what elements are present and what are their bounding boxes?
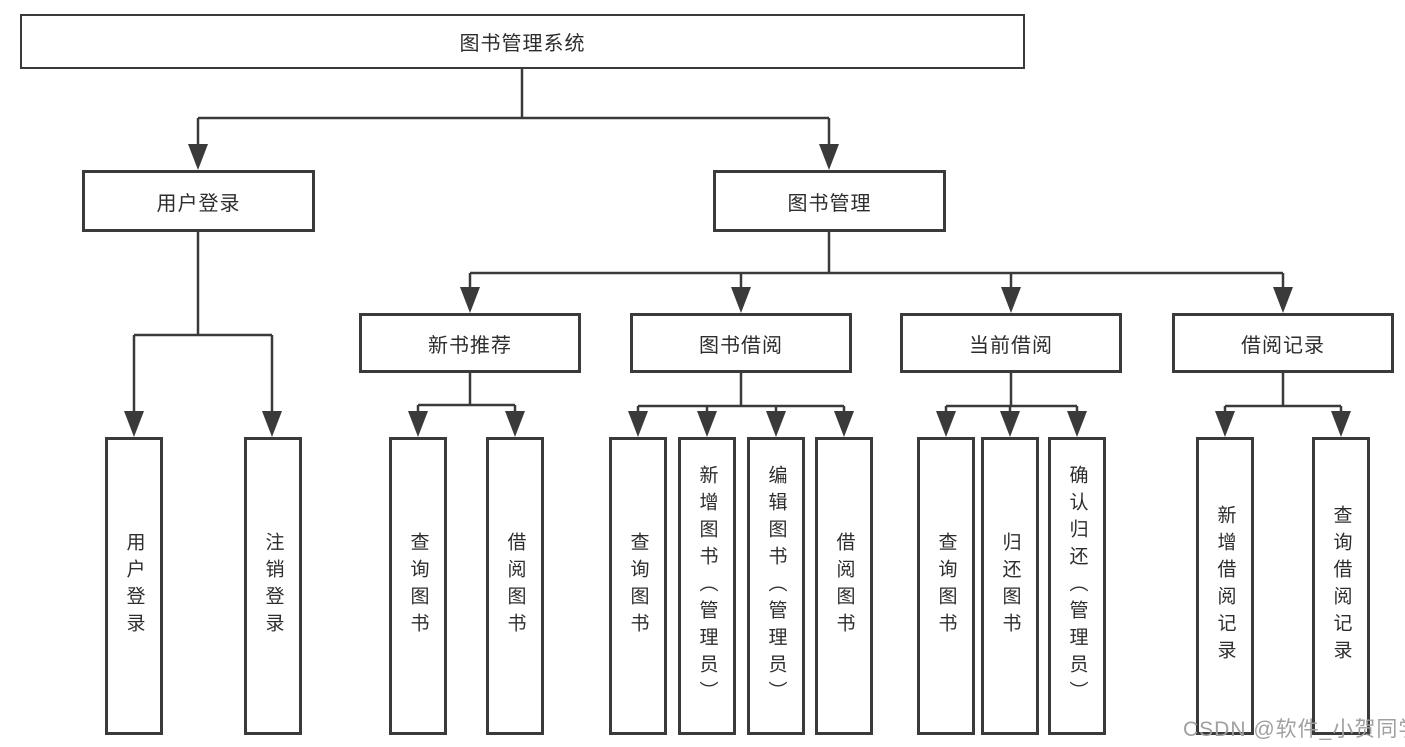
leaf-newbook-borrow-books: 借阅图书 (486, 437, 544, 735)
node-label: 新增图书（管理员） (696, 464, 718, 708)
node-label: 借阅图书 (504, 532, 526, 640)
node-label: 注销登录 (262, 532, 284, 640)
node-label: 查询图书 (627, 532, 649, 640)
connector-root-to-level2 (196, 69, 831, 146)
node-label: 编辑图书（管理员） (765, 464, 787, 708)
node-library-management-system: 图书管理系统 (20, 14, 1025, 69)
csdn-watermark: CSDN @软件_小贺同学 (1183, 718, 1405, 741)
node-label: 查询图书 (935, 532, 957, 640)
connector-borrow-records-to-leaves (1223, 373, 1343, 413)
node-current-borrow: 当前借阅 (900, 313, 1122, 373)
leaf-borrow-borrow-books: 借阅图书 (815, 437, 873, 735)
node-label: 用户登录 (156, 192, 241, 215)
connector-new-book-to-leaves (416, 373, 517, 413)
node-label: 图书借阅 (699, 334, 783, 357)
leaf-logout: 注销登录 (244, 437, 302, 735)
node-book-management: 图书管理 (713, 170, 946, 232)
node-label: 归还图书 (999, 532, 1021, 640)
leaf-borrow-query-books: 查询图书 (609, 437, 667, 735)
leaf-current-return-books: 归还图书 (981, 437, 1039, 735)
leaf-records-query-record: 查询借阅记录 (1312, 437, 1370, 735)
connector-user-login-to-leaves (132, 232, 274, 413)
leaf-user-login: 用户登录 (105, 437, 163, 735)
node-user-login: 用户登录 (82, 170, 315, 232)
node-borrow-records: 借阅记录 (1172, 313, 1394, 373)
node-label: 当前借阅 (969, 334, 1053, 357)
node-label: 图书管理系统 (459, 33, 586, 55)
connector-book-borrow-to-leaves (636, 373, 846, 413)
leaf-current-confirm-return-admin: 确认归还（管理员） (1048, 437, 1106, 735)
leaf-records-add-record: 新增借阅记录 (1196, 437, 1254, 735)
node-book-borrow: 图书借阅 (630, 313, 852, 373)
node-label: 用户登录 (123, 532, 145, 640)
node-label: 借阅图书 (833, 532, 855, 640)
connector-current-borrow-to-leaves (944, 373, 1079, 413)
leaf-current-query-books: 查询图书 (917, 437, 975, 735)
node-label: 图书管理 (787, 192, 872, 215)
node-label: 借阅记录 (1241, 334, 1325, 357)
node-label: 查询图书 (407, 532, 429, 640)
connector-book-mgmt-to-level3 (468, 232, 1285, 289)
node-label: 新增借阅记录 (1214, 505, 1236, 667)
leaf-borrow-edit-books-admin: 编辑图书（管理员） (747, 437, 805, 735)
node-label: 查询借阅记录 (1330, 505, 1352, 667)
arrowhead-markers (124, 144, 1351, 437)
leaf-borrow-add-books-admin: 新增图书（管理员） (678, 437, 736, 735)
leaf-newbook-query-books: 查询图书 (389, 437, 447, 735)
node-new-book-recommend: 新书推荐 (359, 313, 581, 373)
node-label: 确认归还（管理员） (1066, 464, 1088, 708)
node-label: 新书推荐 (428, 334, 512, 357)
